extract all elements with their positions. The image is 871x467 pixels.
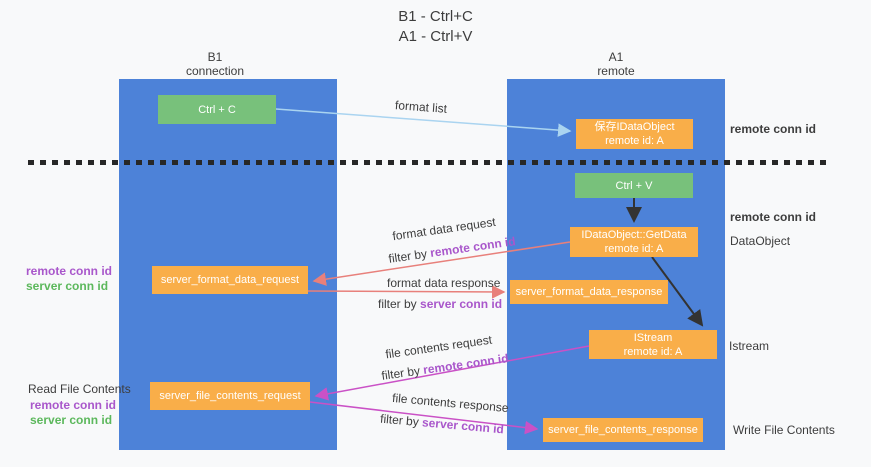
- istream-side-label: Istream: [729, 339, 770, 353]
- format-data-response-label: format data response: [387, 276, 501, 290]
- remote-conn-id-label-top-right: remote conn id: [730, 122, 817, 136]
- format-list-label: format list: [394, 98, 448, 116]
- remote-conn-id-label-left-2: remote conn id: [30, 398, 117, 412]
- server-file-contents-request-box: server_file_contents_request: [150, 382, 310, 410]
- server-format-data-response-box: server_format_data_response: [510, 280, 668, 304]
- istream-line2: remote id: A: [623, 345, 683, 358]
- file-contents-response-filter-label: filter by server conn id: [380, 412, 505, 437]
- server-file-contents-request-label: server_file_contents_request: [159, 390, 301, 402]
- lane-b1-name: B1: [207, 50, 223, 64]
- getdata-line2: remote id: A: [604, 243, 664, 255]
- server-format-data-request-box: server_format_data_request: [152, 266, 308, 294]
- left-conn-id-group-2: remote conn id server conn id: [30, 398, 116, 428]
- remote-conn-id-label-left-1: remote conn id: [26, 264, 113, 278]
- filter-by-text: filter by: [378, 297, 421, 311]
- ctrl-c-box: Ctrl + C: [158, 95, 276, 124]
- write-file-contents-label: Write File Contents: [733, 423, 835, 437]
- lane-header-a1: A1 remote: [507, 50, 725, 78]
- save-idataobject-line2: remote id: A: [605, 135, 664, 147]
- remote-conn-id-accent: remote conn id: [429, 234, 517, 260]
- read-file-contents-label: Read File Contents: [28, 382, 131, 396]
- format-data-response-filter-label: filter by server conn id: [378, 297, 502, 311]
- save-idataobject-box: 保存IDataObject remote id: A: [576, 119, 693, 149]
- title-line-2: A1 - Ctrl+V: [398, 28, 473, 45]
- server-conn-id-label-left-2: server conn id: [30, 413, 113, 427]
- filter-by-text: filter by: [380, 363, 425, 383]
- dataobject-label: DataObject: [730, 234, 791, 248]
- lane-header-b1: B1 connection: [106, 50, 324, 78]
- remote-conn-id-label-mid-right: remote conn id: [730, 210, 817, 224]
- istream-box: IStream remote id: A: [589, 330, 717, 359]
- server-file-contents-response-label: server_file_contents_response: [548, 424, 698, 436]
- title-line-1: B1 - Ctrl+C: [398, 8, 473, 25]
- getdata-line1: IDataObject::GetData: [581, 229, 687, 241]
- istream-line1: IStream: [633, 331, 673, 344]
- server-conn-id-label-left-1: server conn id: [26, 279, 109, 293]
- lane-a1-name: A1: [608, 50, 624, 64]
- ctrl-v-label: Ctrl + V: [615, 179, 653, 192]
- server-conn-id-accent: server conn id: [421, 415, 505, 437]
- ctrl-c-label: Ctrl + C: [198, 103, 236, 116]
- phase-divider-dashed-line: [28, 160, 832, 165]
- server-format-data-response-label: server_format_data_response: [515, 286, 663, 298]
- server-conn-id-accent: server conn id: [420, 297, 503, 311]
- lane-a1-role: remote: [597, 64, 635, 78]
- filter-by-text: filter by: [379, 411, 423, 430]
- format-data-response-arrow: [307, 285, 506, 299]
- file-contents-response-label: file contents response: [391, 390, 510, 416]
- lane-b1-role: connection: [185, 64, 245, 78]
- diagram-title: B1 - Ctrl+C A1 - Ctrl+V: [0, 7, 871, 47]
- ctrl-v-box: Ctrl + V: [575, 173, 693, 198]
- idataobject-getdata-box: IDataObject::GetData remote id: A: [570, 227, 698, 257]
- server-file-contents-response-box: server_file_contents_response: [543, 418, 703, 442]
- save-idataobject-line1: 保存IDataObject: [594, 121, 675, 133]
- server-format-data-request-label: server_format_data_request: [160, 274, 300, 286]
- filter-by-text: filter by: [387, 246, 432, 266]
- left-conn-id-group-1: remote conn id server conn id: [26, 264, 112, 294]
- remote-conn-id-accent: remote conn id: [422, 351, 510, 377]
